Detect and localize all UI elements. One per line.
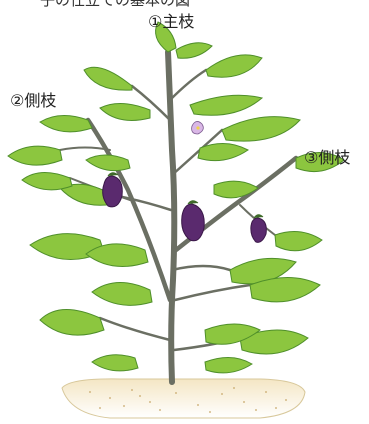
- figure-title: 子の仕立ての基本の図: [40, 0, 190, 9]
- label-side-branch-3: ③側枝: [304, 149, 350, 167]
- flower: [192, 121, 204, 134]
- main-stem: [168, 52, 174, 382]
- side-branch-2: [88, 120, 170, 300]
- label-side-branch-2: ②側枝: [10, 92, 56, 110]
- label-main-stem: ①主枝: [148, 13, 194, 31]
- fruit-left: [103, 176, 123, 207]
- fruit-right: [251, 218, 266, 242]
- fruit-center: [182, 204, 205, 241]
- soil: [62, 379, 305, 418]
